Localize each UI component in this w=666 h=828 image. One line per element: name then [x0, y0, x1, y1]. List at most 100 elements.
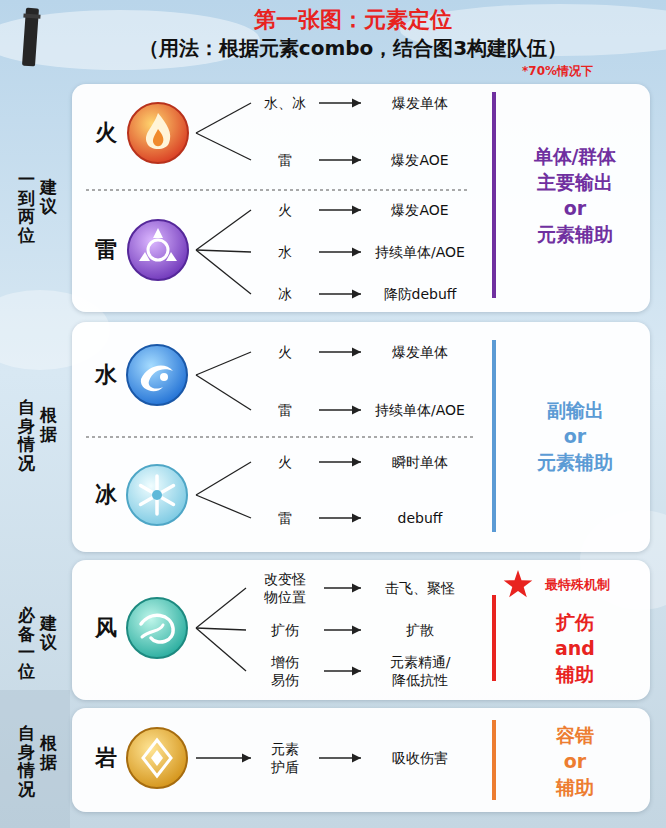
role-summary: 扩伤 and 辅助	[553, 609, 597, 688]
side-note-holder: 根据	[40, 406, 57, 443]
element-name: 火	[95, 119, 117, 148]
condition-text: 水	[278, 243, 292, 261]
effect-text: 元素精通/ 降低抗性	[388, 653, 453, 689]
summary-holder: 单体/群体 主要输出 or 元素辅助	[500, 92, 650, 298]
role-summary: 容错 or 辅助	[554, 722, 596, 801]
condition-text: 元素 护盾	[269, 740, 301, 776]
effect-text: 爆发AOE	[391, 151, 448, 169]
effect-text: 吸收伤害	[392, 749, 448, 767]
effect-text-box: 降防debuff	[365, 282, 475, 306]
cryo-icon	[127, 465, 187, 525]
chart-title: 第一张图：元素定位	[80, 7, 626, 33]
effect-text-box: 持续单体/AOE	[365, 240, 475, 264]
side-note: 根据	[40, 406, 57, 443]
dashed-separator	[86, 190, 468, 191]
effect-text-box: 爆发单体	[365, 91, 475, 115]
summary-holder: 容错 or 辅助	[500, 714, 650, 808]
chart-title-holder: 第一张图：元素定位	[80, 7, 626, 33]
geo-icon	[127, 728, 187, 788]
orange-bar	[492, 720, 496, 800]
effect-text-box: 击飞、聚怪	[365, 576, 475, 600]
element-name: 冰	[95, 481, 117, 510]
note-label: （用法：根据元素combo，结合图3构建队伍）	[80, 36, 626, 60]
arrow-connector	[324, 629, 361, 630]
condition-text: 雷	[278, 151, 292, 169]
arrow-connector	[319, 102, 361, 103]
element-panel: 容错 or 辅助 岩 元素 护盾 吸收伤害	[72, 708, 650, 812]
dashed-separator	[86, 437, 474, 438]
blue-bar	[492, 340, 496, 532]
side-note: 根据	[40, 734, 57, 771]
condition-text-box: 元素 护盾	[255, 737, 315, 779]
element-name: 风	[95, 614, 117, 643]
effect-text: 降防debuff	[384, 285, 457, 303]
element-panel: 副输出 or 元素辅助水火爆发单体雷持续单体/AOE冰火瞬时单体雷debuff	[72, 322, 650, 552]
condition-text: 增伤 易伤	[269, 653, 301, 689]
effect-text: 击飞、聚怪	[385, 579, 455, 597]
arrow-connector	[319, 251, 361, 252]
condition-text: 改变怪 物位置	[262, 570, 308, 606]
arrow-connector	[324, 670, 361, 671]
condition-text-box: 火	[255, 198, 315, 222]
element-icon: 岩	[92, 728, 192, 788]
effect-text-box: 爆发单体	[365, 340, 475, 364]
arrow-connector	[319, 757, 361, 758]
condition-text-box: 增伤 易伤	[250, 650, 320, 692]
arrow-connector	[319, 409, 361, 410]
side-note-holder: 建议	[40, 178, 57, 215]
effect-text-box: 吸收伤害	[365, 746, 475, 770]
branch-line	[196, 133, 251, 160]
side-note-holder: 一到两位	[18, 170, 35, 245]
condition-text-box: 冰	[255, 282, 315, 306]
side-note-holder: 根据	[40, 734, 57, 771]
pyro-icon	[128, 103, 188, 163]
side-note: 自身情况	[18, 724, 35, 799]
side-note: 自身情况	[18, 398, 35, 473]
element-name: 岩	[95, 744, 117, 773]
arrow-connector	[324, 587, 361, 588]
element-name: 雷	[95, 236, 117, 265]
note-label-holder: *70%情况下	[522, 64, 593, 78]
note-label: *70%情况下	[522, 64, 593, 78]
effect-text-box: 元素精通/ 降低抗性	[365, 650, 475, 692]
condition-text-box: 火	[255, 340, 315, 364]
element-panel: 单体/群体 主要输出 or 元素辅助火水、冰爆发单体雷爆发AOE雷火爆发AOE水…	[72, 84, 650, 312]
side-note-holder: 自身情况	[18, 398, 35, 473]
condition-text: 冰	[278, 285, 292, 303]
side-note: 一到两位	[18, 170, 35, 245]
effect-text-box: debuff	[365, 506, 475, 530]
condition-text-box: 水、冰	[255, 91, 315, 115]
effect-text-box: 扩散	[365, 618, 475, 642]
condition-text: 火	[278, 201, 292, 219]
condition-text-box: 扩伤	[250, 618, 320, 642]
effect-text: 扩散	[406, 621, 434, 639]
effect-text: 爆发单体	[392, 343, 448, 361]
side-note-holder: 必备一位	[18, 606, 35, 681]
effect-text-box: 持续单体/AOE	[365, 398, 475, 422]
red-bar	[492, 595, 496, 681]
note-label: 最特殊机制	[545, 577, 610, 593]
bookmark-bar	[20, 8, 41, 67]
arrow-connector	[319, 351, 361, 352]
effect-text-box: 爆发AOE	[365, 148, 475, 172]
element-icon: 水	[92, 345, 192, 405]
branch-line	[196, 352, 251, 375]
condition-text: 扩伤	[271, 621, 299, 639]
branch-line	[196, 250, 251, 294]
purple-bar	[492, 92, 496, 298]
arrow-connector	[319, 461, 361, 462]
note-label-holder: （用法：根据元素combo，结合图3构建队伍）	[80, 36, 626, 60]
element-icon: 火	[92, 103, 192, 163]
condition-text: 火	[278, 453, 292, 471]
element-icon: 冰	[92, 465, 192, 525]
branch-line	[196, 628, 246, 630]
effect-text: 持续单体/AOE	[375, 401, 465, 419]
side-note-holder: 自身情况	[18, 724, 35, 799]
arrow-connector	[196, 757, 251, 758]
note-label-holder: 最特殊机制	[545, 577, 610, 593]
element-icon: 雷	[92, 220, 192, 280]
effect-text: 瞬时单体	[392, 453, 448, 471]
arrow-connector	[319, 517, 361, 518]
effect-text-box: 瞬时单体	[365, 450, 475, 474]
